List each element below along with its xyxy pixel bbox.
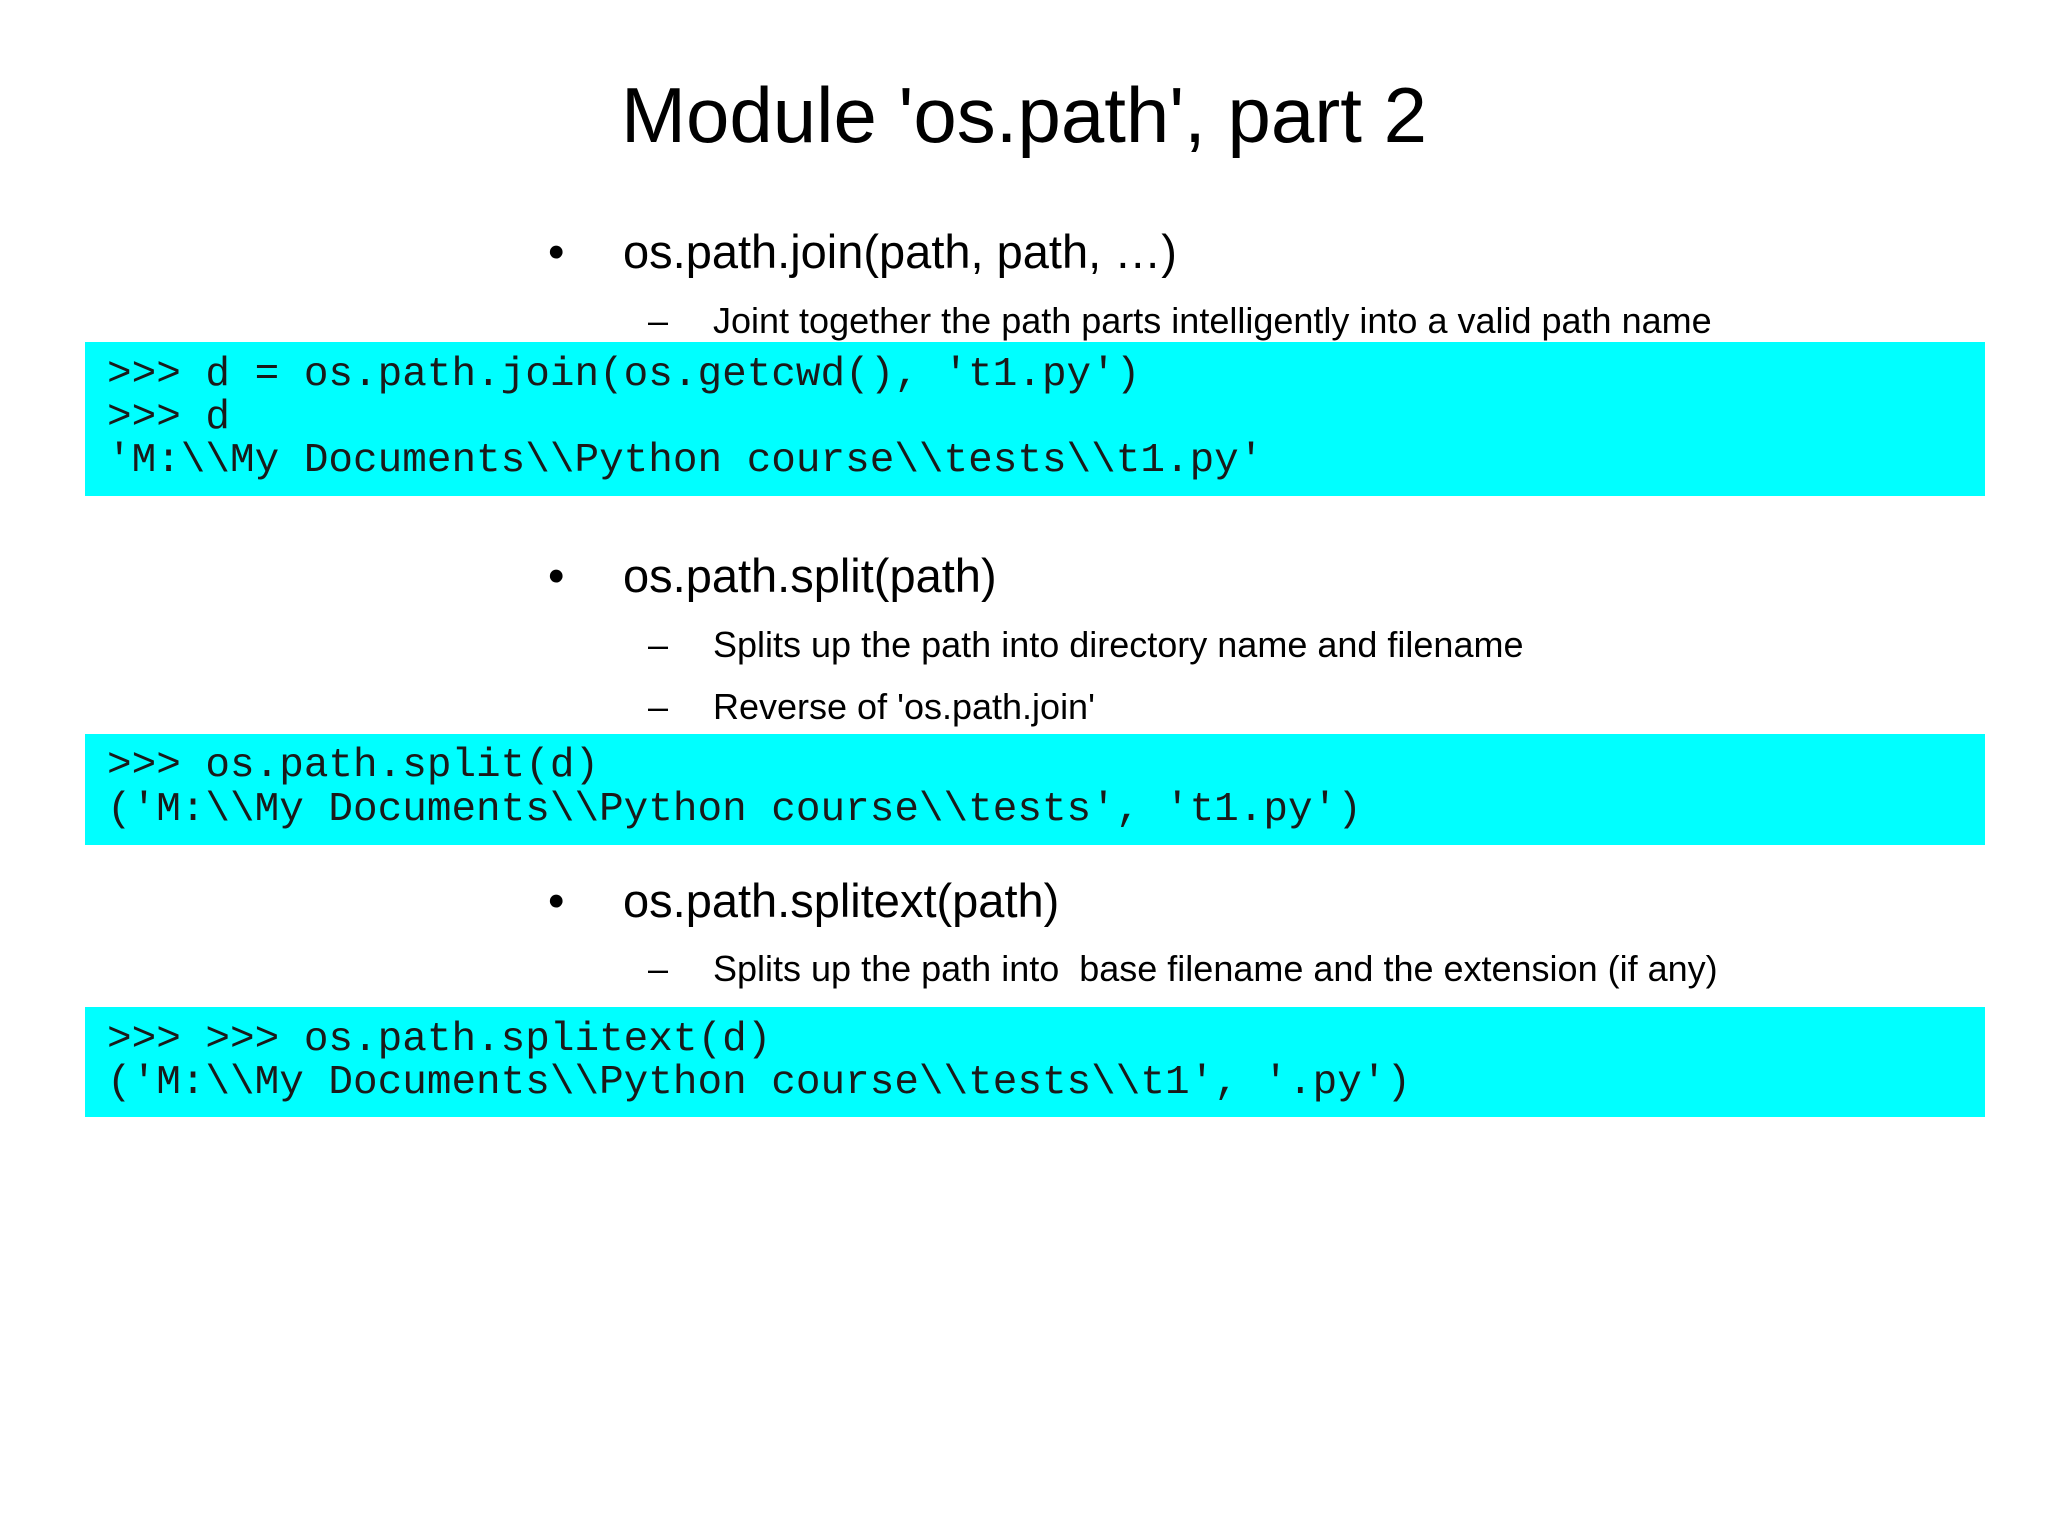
code-line: >>> d xyxy=(107,395,231,441)
code-line: ('M:\\My Documents\\Python course\\tests… xyxy=(107,1060,1412,1106)
dash-icon: – xyxy=(648,686,669,727)
code-line: >>> d = os.path.join(os.getcwd(), 't1.py… xyxy=(107,352,1141,398)
section-heading-join: os.path.join(path, path, …) xyxy=(623,225,1177,278)
code-line: ('M:\\My Documents\\Python course\\tests… xyxy=(107,787,1362,833)
section-point: Reverse of 'os.path.join' xyxy=(713,686,1095,727)
section-heading-splitext: os.path.splitext(path) xyxy=(623,874,1060,927)
code-block-split: >>> os.path.split(d) ('M:\\My Documents\… xyxy=(85,734,1985,845)
bullet-icon: • xyxy=(548,225,565,278)
bullet-icon: • xyxy=(548,874,565,927)
code-block-join: >>> d = os.path.join(os.getcwd(), 't1.py… xyxy=(85,342,1985,496)
dash-icon: – xyxy=(648,948,669,989)
section-point: Joint together the path parts intelligen… xyxy=(713,300,1712,341)
section-point: Splits up the path into base filename an… xyxy=(713,948,1718,989)
code-block-splitext: >>> >>> os.path.splitext(d) ('M:\\My Doc… xyxy=(85,1007,1985,1117)
code-line: >>> os.path.split(d) xyxy=(107,743,600,789)
code-line: >>> >>> os.path.splitext(d) xyxy=(107,1017,772,1063)
dash-icon: – xyxy=(648,624,669,665)
slide-title: Module 'os.path', part 2 xyxy=(621,71,1427,159)
bullet-icon: • xyxy=(548,549,565,602)
code-line: 'M:\\My Documents\\Python course\\tests\… xyxy=(107,438,1264,484)
section-heading-split: os.path.split(path) xyxy=(623,549,997,602)
section-point: Splits up the path into directory name a… xyxy=(713,624,1524,665)
dash-icon: – xyxy=(648,300,669,341)
